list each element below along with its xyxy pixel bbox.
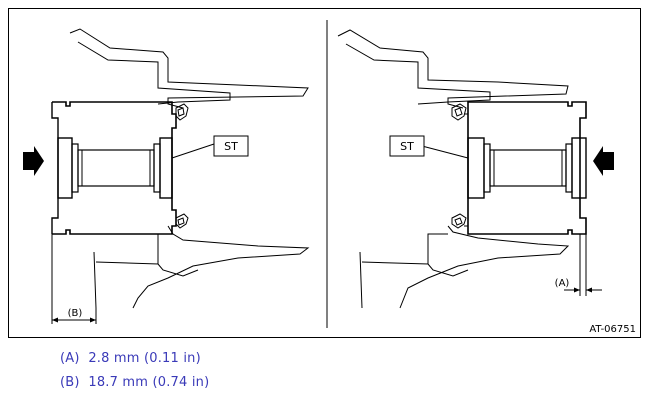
legend-key: (B) <box>60 375 80 390</box>
figure-id: AT-06751 <box>589 324 636 335</box>
right-panel <box>337 29 602 309</box>
left-panel <box>51 28 310 324</box>
legend-value: 2.8 mm (0.11 in) <box>88 351 201 366</box>
press-arrow-right-icon <box>23 146 44 176</box>
legend-item-b: (B) 18.7 mm (0.74 in) <box>60 375 209 390</box>
technical-diagram: ST ST (B) (A) AT-06751 <box>8 8 641 338</box>
legend-value: 18.7 mm (0.74 in) <box>88 375 210 390</box>
st-label-left: ST <box>224 140 238 153</box>
press-arrow-left-icon <box>593 146 614 176</box>
figure-frame <box>8 8 641 338</box>
dimension-a-label: (A) <box>555 278 570 289</box>
st-label-right: ST <box>400 140 414 153</box>
legend-key: (A) <box>60 351 80 366</box>
dimension-b-label: (B) <box>68 308 83 319</box>
legend-item-a: (A) 2.8 mm (0.11 in) <box>60 351 201 366</box>
